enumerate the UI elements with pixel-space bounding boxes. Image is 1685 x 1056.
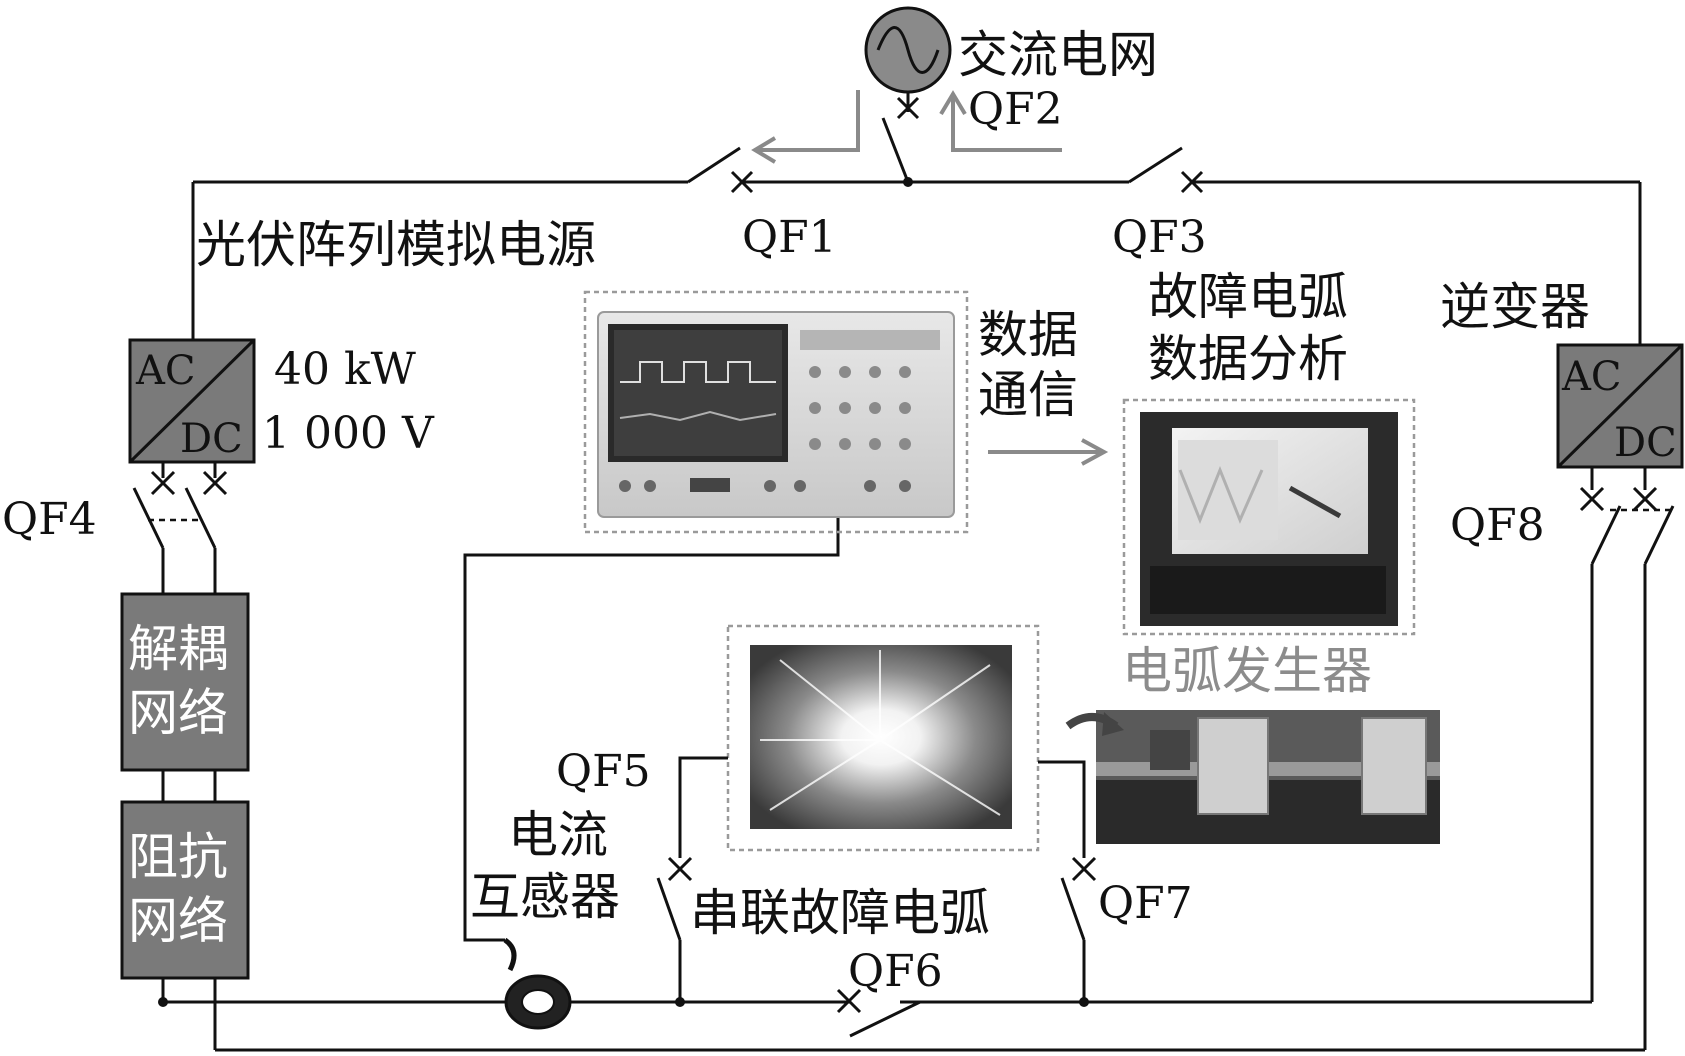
scope-square-wave: [620, 361, 776, 383]
inverter-ac-text: AC: [1561, 354, 1622, 400]
converter-dc-text: DC: [180, 416, 243, 462]
decoupling-text-1: 解耦: [128, 620, 228, 678]
inverter: AC DC: [1556, 343, 1684, 469]
sine-icon: [876, 26, 940, 74]
gray-flow-arrow-left: [751, 90, 860, 164]
data-comm-label-1: 数据: [978, 306, 1078, 364]
laptop-frame: [1122, 398, 1416, 636]
qf6-label: QF6: [848, 946, 943, 997]
rating-voltage: 1 000 V: [262, 408, 435, 459]
switch-qf5[interactable]: [656, 756, 728, 1002]
switch-qf3[interactable]: [1128, 146, 1204, 194]
switch-qf8[interactable]: [1579, 467, 1675, 1050]
qf4-label: QF4: [2, 494, 97, 545]
arc-photo: [750, 645, 1012, 829]
switch-qf2[interactable]: [881, 92, 920, 183]
laptop: [1140, 412, 1398, 626]
impedance-network: 阻抗 网络: [120, 800, 250, 980]
switch-qf7[interactable]: [1038, 760, 1097, 1002]
data-comm-label-2: 通信: [978, 366, 1078, 424]
ac-grid-source: [864, 6, 952, 94]
decoupling-network: 解耦 网络: [120, 592, 250, 772]
rating-power: 40 kW: [274, 344, 417, 395]
switch-qf6[interactable]: [836, 988, 921, 1038]
inverter-label: 逆变器: [1440, 278, 1590, 336]
impedance-text-1: 阻抗: [128, 828, 228, 886]
qf8-label: QF8: [1450, 500, 1545, 551]
top-bus: [191, 177, 1642, 345]
data-comm-arrow: [988, 438, 1109, 466]
converter-ac-text: AC: [135, 348, 196, 394]
switch-qf1[interactable]: [687, 146, 754, 194]
arc-generator-label: 电弧发生器: [1122, 642, 1372, 700]
series-arc-label: 串联故障电弧: [690, 884, 990, 942]
ct-label-2: 互感器: [470, 868, 620, 926]
oscilloscope: [597, 311, 955, 518]
pv-simulator-label: 光伏阵列模拟电源: [196, 216, 596, 274]
current-transformer: [503, 937, 572, 1030]
qf5-label: QF5: [556, 746, 651, 797]
arc-photo-frame: [726, 624, 1040, 852]
analysis-label-2: 数据分析: [1148, 330, 1348, 388]
inverter-dc-text: DC: [1614, 420, 1677, 466]
qf1-label: QF1: [742, 212, 837, 263]
decoupling-text-2: 网络: [128, 684, 228, 742]
impedance-text-2: 网络: [128, 892, 228, 950]
qf2-label: QF2: [968, 84, 1063, 135]
analysis-label-1: 故障电弧: [1148, 268, 1348, 326]
gray-flow-arrow-up: [939, 90, 1062, 152]
bottom-bus: [158, 978, 1645, 1052]
arc-generator-photo: [1065, 710, 1440, 844]
ct-label-1: 电流: [508, 806, 608, 864]
acdc-converter: AC DC: [128, 338, 256, 464]
qf7-label: QF7: [1098, 878, 1193, 929]
switch-qf4[interactable]: [132, 462, 228, 594]
ac-grid-label: 交流电网: [958, 26, 1158, 84]
qf3-label: QF3: [1112, 212, 1207, 263]
oscilloscope-frame: [583, 290, 969, 534]
